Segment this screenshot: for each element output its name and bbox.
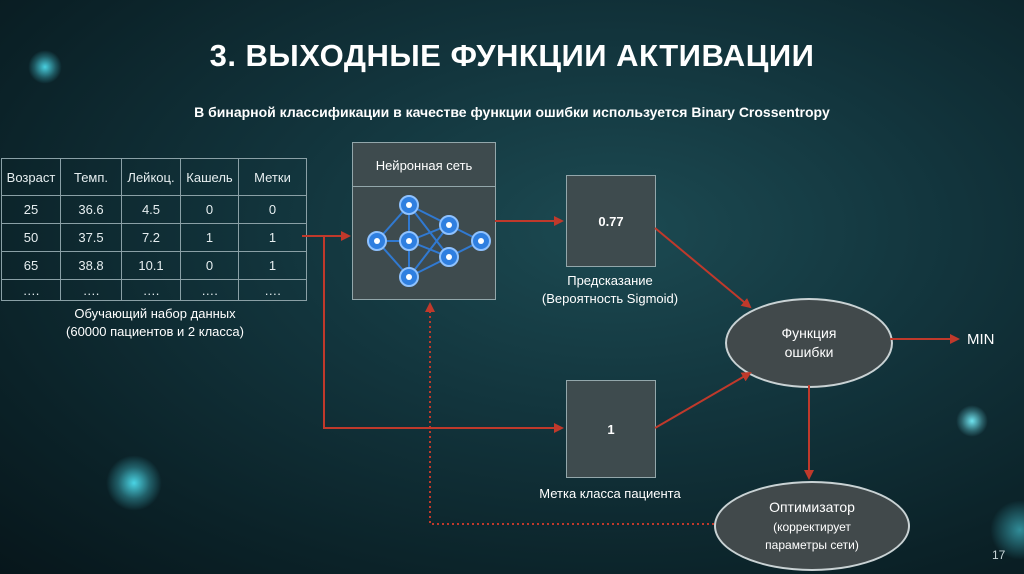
network-graph-icon xyxy=(367,195,491,287)
page-number: 17 xyxy=(992,548,1006,562)
dataset-caption: Обучающий набор данных (60000 пациентов … xyxy=(30,305,280,341)
table-header-row: Возраст Темп. Лейкоц. Кашель Метки xyxy=(1,158,307,196)
table-cell: 1 xyxy=(180,223,239,252)
true-label-box: 1 xyxy=(566,380,656,478)
dataset-table: Возраст Темп. Лейкоц. Кашель Метки 25 36… xyxy=(1,158,307,301)
column-header: Метки xyxy=(238,158,307,196)
column-header: Лейкоц. xyxy=(121,158,181,196)
column-header: Кашель xyxy=(180,158,239,196)
optimizer-label: Оптимизатор xyxy=(769,499,855,515)
optimizer-node: Оптимизатор (корректирует параметры сети… xyxy=(714,481,910,571)
true-label-caption: Метка класса пациента xyxy=(539,486,681,501)
arrow-table-to-label xyxy=(323,236,564,433)
neural-network-diagram xyxy=(352,186,496,300)
table-cell: 10.1 xyxy=(121,251,181,280)
table-row: 50 37.5 7.2 1 1 xyxy=(1,223,307,252)
table-cell: …. xyxy=(238,279,307,301)
arrow-prediction-to-loss xyxy=(654,227,752,309)
dataset-caption-line: (60000 пациентов и 2 класса) xyxy=(66,324,244,339)
table-cell: 36.6 xyxy=(60,195,122,224)
slide-title: 3. ВЫХОДНЫЕ ФУНКЦИИ АКТИВАЦИИ xyxy=(209,38,815,73)
prediction-caption-line: (Вероятность Sigmoid) xyxy=(541,291,679,306)
table-cell: 0 xyxy=(180,251,239,280)
arrow-label-to-loss xyxy=(654,371,752,429)
loss-function-label: Функция xyxy=(781,325,837,341)
table-cell: 7.2 xyxy=(121,223,181,252)
optimizer-description: (корректирует xyxy=(773,520,851,534)
prediction-value-box: 0.77 xyxy=(566,175,656,267)
prediction-caption-line: Предсказание xyxy=(567,273,653,288)
dataset-caption-line: Обучающий набор данных xyxy=(74,306,236,321)
optimizer-description: параметры сети) xyxy=(765,538,859,552)
column-header: Темп. xyxy=(60,158,122,196)
table-cell: 37.5 xyxy=(60,223,122,252)
neural-network-header: Нейронная сеть xyxy=(352,142,496,188)
loss-function-node: Функция ошибки xyxy=(725,298,893,388)
table-cell: …. xyxy=(180,279,239,301)
arrow-optimizer-to-network xyxy=(425,302,714,525)
slide-subtitle: В бинарной классификации в качестве функ… xyxy=(194,104,830,120)
min-label: MIN xyxy=(967,331,995,348)
prediction-caption: Предсказание (Вероятность Sigmoid) xyxy=(520,272,700,308)
table-row: 65 38.8 10.1 0 1 xyxy=(1,251,307,280)
table-row: …. …. …. …. …. xyxy=(1,279,307,301)
loss-function-label: ошибки xyxy=(784,344,834,360)
